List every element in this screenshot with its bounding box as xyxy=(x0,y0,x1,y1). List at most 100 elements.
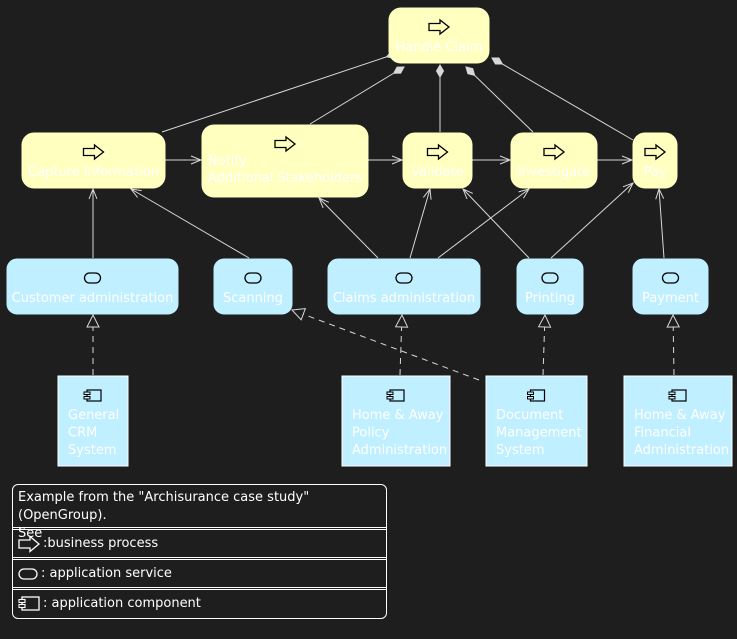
node-box xyxy=(632,132,678,189)
node-label: Customer administration xyxy=(12,291,174,306)
arrowhead xyxy=(318,197,330,209)
arrowhead xyxy=(655,187,665,200)
node-box xyxy=(213,258,293,315)
serving-edge xyxy=(129,188,250,259)
node-payment[interactable]: Payment xyxy=(632,258,709,315)
node-box xyxy=(516,258,584,315)
node-box xyxy=(510,132,598,189)
arrowhead xyxy=(499,155,512,165)
node-box xyxy=(341,375,451,467)
node-claims-administration[interactable]: Claims administration xyxy=(327,258,481,315)
composition-diamond xyxy=(491,57,504,65)
node-label: Pay xyxy=(644,165,667,180)
composition-diamond xyxy=(392,66,405,74)
realization-arrowhead xyxy=(86,313,100,328)
composition-edge xyxy=(491,57,634,141)
application-component-icon xyxy=(668,389,687,402)
serving-edge xyxy=(318,197,379,259)
realization-edge xyxy=(86,313,100,375)
arrowhead xyxy=(129,188,142,198)
node-box xyxy=(21,132,166,189)
business-process-icon xyxy=(543,143,566,161)
node-scanning[interactable]: Scanning xyxy=(213,258,293,315)
node-label: Capture Information xyxy=(28,165,159,180)
legend-header-line2: See xyxy=(18,526,43,541)
node-handle-claim[interactable]: Handle Claim xyxy=(388,7,490,64)
node-box xyxy=(57,375,129,467)
arrowhead xyxy=(190,155,203,165)
business-process-icon xyxy=(428,18,451,36)
arrowhead xyxy=(88,187,98,200)
application-service-icon xyxy=(18,567,38,580)
realization-arrowhead xyxy=(394,313,409,328)
application-service-icon xyxy=(395,272,413,284)
legend-header: Example from the "Archisurance case stud… xyxy=(13,485,386,541)
serving-edge xyxy=(550,182,634,259)
node-box xyxy=(632,258,709,315)
node-label: Investigate xyxy=(518,165,591,180)
node-box xyxy=(485,375,588,467)
composition-diamond xyxy=(435,64,445,78)
serving-edge xyxy=(409,187,432,259)
application-service-icon xyxy=(541,272,559,284)
legend-row-application-service: : application service xyxy=(13,560,386,587)
node-validate[interactable]: Validate xyxy=(402,132,473,189)
composition-edge xyxy=(465,66,534,133)
realization-arrowhead xyxy=(537,313,552,328)
realization-edge xyxy=(290,308,480,381)
node-capture-information[interactable]: Capture Information xyxy=(21,132,166,189)
business-process-icon xyxy=(426,143,449,161)
legend-separator xyxy=(13,557,386,560)
business-process-icon xyxy=(644,143,667,161)
arrowhead xyxy=(518,188,531,199)
legend-row-application-component: : application component xyxy=(13,590,386,617)
node-box xyxy=(402,132,473,189)
legend-header-line1: Example from the "Archisurance case stud… xyxy=(18,490,310,523)
legend-separator xyxy=(13,527,386,530)
application-component-icon xyxy=(527,389,546,402)
legend: Example from the "Archisurance case stud… xyxy=(12,484,387,619)
node-box xyxy=(327,258,481,315)
node-customer-administration[interactable]: Customer administration xyxy=(6,258,179,315)
triggering-edge xyxy=(472,155,512,165)
application-component-icon xyxy=(83,389,102,402)
composition-edge xyxy=(309,66,405,125)
business-process-icon xyxy=(82,143,105,161)
arrowhead xyxy=(622,182,634,193)
node-pay[interactable]: Pay xyxy=(632,132,678,189)
application-component-icon xyxy=(386,389,405,402)
realization-edge xyxy=(394,313,409,376)
edges-layer xyxy=(86,51,681,381)
node-label: Validate xyxy=(411,165,463,180)
node-label: Scanning xyxy=(223,291,283,306)
application-service-icon xyxy=(661,272,680,284)
serving-edge xyxy=(462,188,530,259)
serving-edge xyxy=(655,187,665,259)
realization-edge xyxy=(666,313,681,376)
serving-edge xyxy=(437,188,531,259)
node-box xyxy=(388,7,490,64)
node-printing[interactable]: Printing xyxy=(516,258,584,315)
triggering-edge xyxy=(597,155,634,165)
node-label: Payment xyxy=(642,291,699,306)
arrowhead xyxy=(391,155,404,165)
composition-edge xyxy=(435,64,445,132)
application-service-icon xyxy=(244,272,262,284)
composition-diamond xyxy=(465,66,476,77)
realization-arrowhead xyxy=(290,308,307,321)
realization-arrowhead xyxy=(666,313,681,328)
node-label: Handle Claim xyxy=(396,40,483,55)
application-component-icon xyxy=(18,595,40,611)
legend-business-process-label: :business process xyxy=(43,536,159,551)
node-investigate[interactable]: Investigate xyxy=(510,132,598,189)
node-box xyxy=(201,124,369,198)
